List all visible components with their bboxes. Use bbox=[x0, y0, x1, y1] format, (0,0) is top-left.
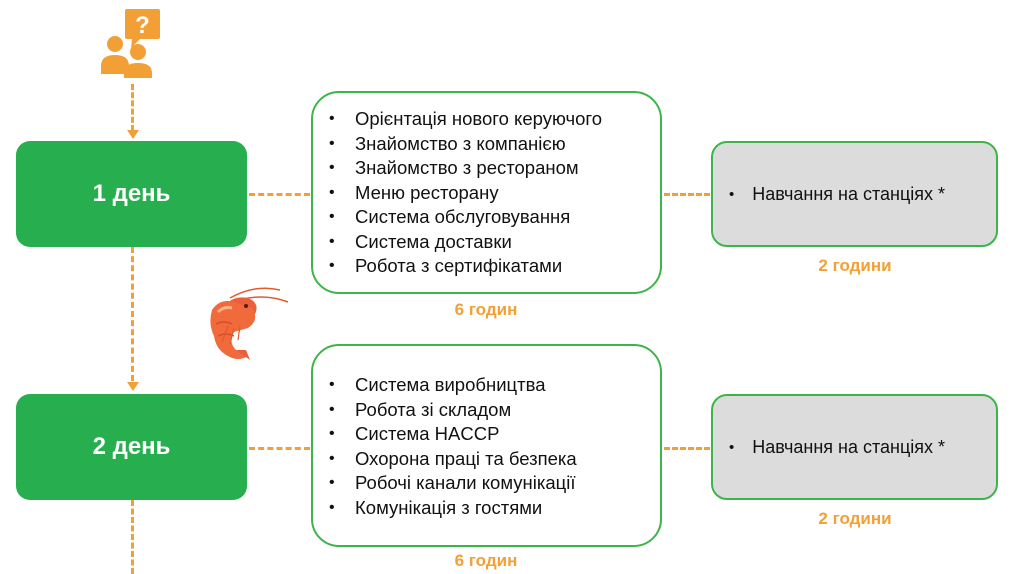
topic-item: Знайомство з рестораном bbox=[313, 156, 660, 181]
day-2-box: 2 день bbox=[16, 394, 247, 500]
day-2-label: 2 день bbox=[92, 433, 171, 460]
timeline-arrow-2 bbox=[127, 382, 139, 391]
svg-text:?: ? bbox=[135, 12, 150, 39]
connector-day1-station bbox=[664, 193, 710, 196]
day-1-box: 1 день bbox=[16, 141, 247, 247]
day-1-label: 1 день bbox=[92, 180, 171, 207]
day-2-station-text: Навчання на станціях * bbox=[752, 436, 946, 457]
people-question-icon: ? bbox=[101, 9, 160, 78]
timeline-line-middle bbox=[131, 247, 134, 381]
timeline-arrow-1 bbox=[127, 130, 139, 139]
topic-item: Робота з сертифікатами bbox=[313, 254, 660, 279]
timeline-line-top bbox=[131, 84, 134, 131]
day-1-topics-list: Орієнтація нового керуючого Знайомство з… bbox=[313, 107, 660, 279]
topic-item: Охорона праці та безпека bbox=[313, 447, 660, 472]
connector-day1-topics bbox=[249, 193, 310, 196]
topic-item: Робочі канали комунікації bbox=[313, 471, 660, 496]
day-2-station-box: • Навчання на станціях * bbox=[711, 394, 998, 500]
bullet-icon: • bbox=[729, 185, 735, 203]
topic-item: Меню ресторану bbox=[313, 181, 660, 206]
day-2-topics-hours: 6 годин bbox=[454, 551, 518, 570]
day-2-station-hours: 2 години bbox=[818, 509, 892, 528]
day-1-station-text: Навчання на станціях * bbox=[752, 183, 946, 204]
day-2-topics-list: Система виробництва Робота зі складом Си… bbox=[313, 373, 660, 520]
topic-item: Система HACCP bbox=[313, 422, 660, 447]
day-1-topics-hours: 6 годин bbox=[454, 300, 518, 319]
connector-day2-station bbox=[664, 447, 710, 450]
topic-item: Система доставки bbox=[313, 230, 660, 255]
day-1-station-hours: 2 години bbox=[818, 256, 892, 275]
shrimp-icon bbox=[210, 287, 289, 360]
day-2-topics-box: Система виробництва Робота зі складом Си… bbox=[311, 344, 662, 547]
topic-item: Знайомство з компанією bbox=[313, 132, 660, 157]
connector-day2-topics bbox=[249, 447, 310, 450]
timeline-line-bottom bbox=[131, 500, 134, 574]
day-1-topics-box: Орієнтація нового керуючого Знайомство з… bbox=[311, 91, 662, 294]
topic-item: Комунікація з гостями bbox=[313, 496, 660, 521]
day-1-station-box: • Навчання на станціях * bbox=[711, 141, 998, 247]
bullet-icon: • bbox=[729, 438, 735, 456]
topic-item: Орієнтація нового керуючого bbox=[313, 107, 660, 132]
topic-item: Робота зі складом bbox=[313, 398, 660, 423]
topic-item: Система виробництва bbox=[313, 373, 660, 398]
topic-item: Система обслуговування bbox=[313, 205, 660, 230]
